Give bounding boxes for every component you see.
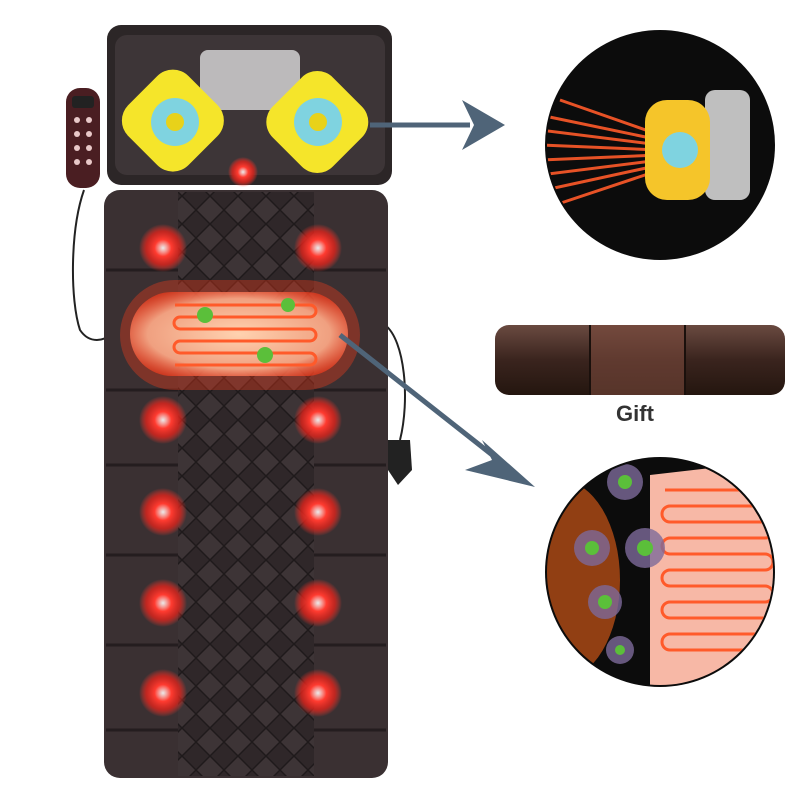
shiatsu-roller-left (121, 69, 224, 172)
gift-bolster-pillow (495, 325, 785, 395)
heating-detail-circle (545, 457, 775, 687)
remote-control-icon (66, 88, 111, 341)
roller-detail-circle (545, 30, 775, 260)
massage-node-icon (139, 579, 187, 627)
massage-node-icon (294, 224, 342, 272)
heating-pad-icon (120, 280, 360, 390)
pillow (107, 25, 392, 187)
massage-node-icon (294, 579, 342, 627)
massage-node-icon (294, 488, 342, 536)
massage-node-icon (294, 396, 342, 444)
massage-node-icon (139, 396, 187, 444)
massage-nodes (139, 224, 342, 717)
arrow-down-right-icon (338, 333, 535, 487)
side-controller (384, 324, 412, 485)
massage-node-icon (139, 669, 187, 717)
arrow-right-icon (370, 100, 505, 150)
neck-node-icon (228, 157, 258, 187)
shiatsu-roller-right (266, 71, 369, 173)
massage-node-icon (294, 669, 342, 717)
massage-node-icon (139, 488, 187, 536)
massage-node-icon (139, 224, 187, 272)
gift-label: Gift (616, 401, 655, 426)
